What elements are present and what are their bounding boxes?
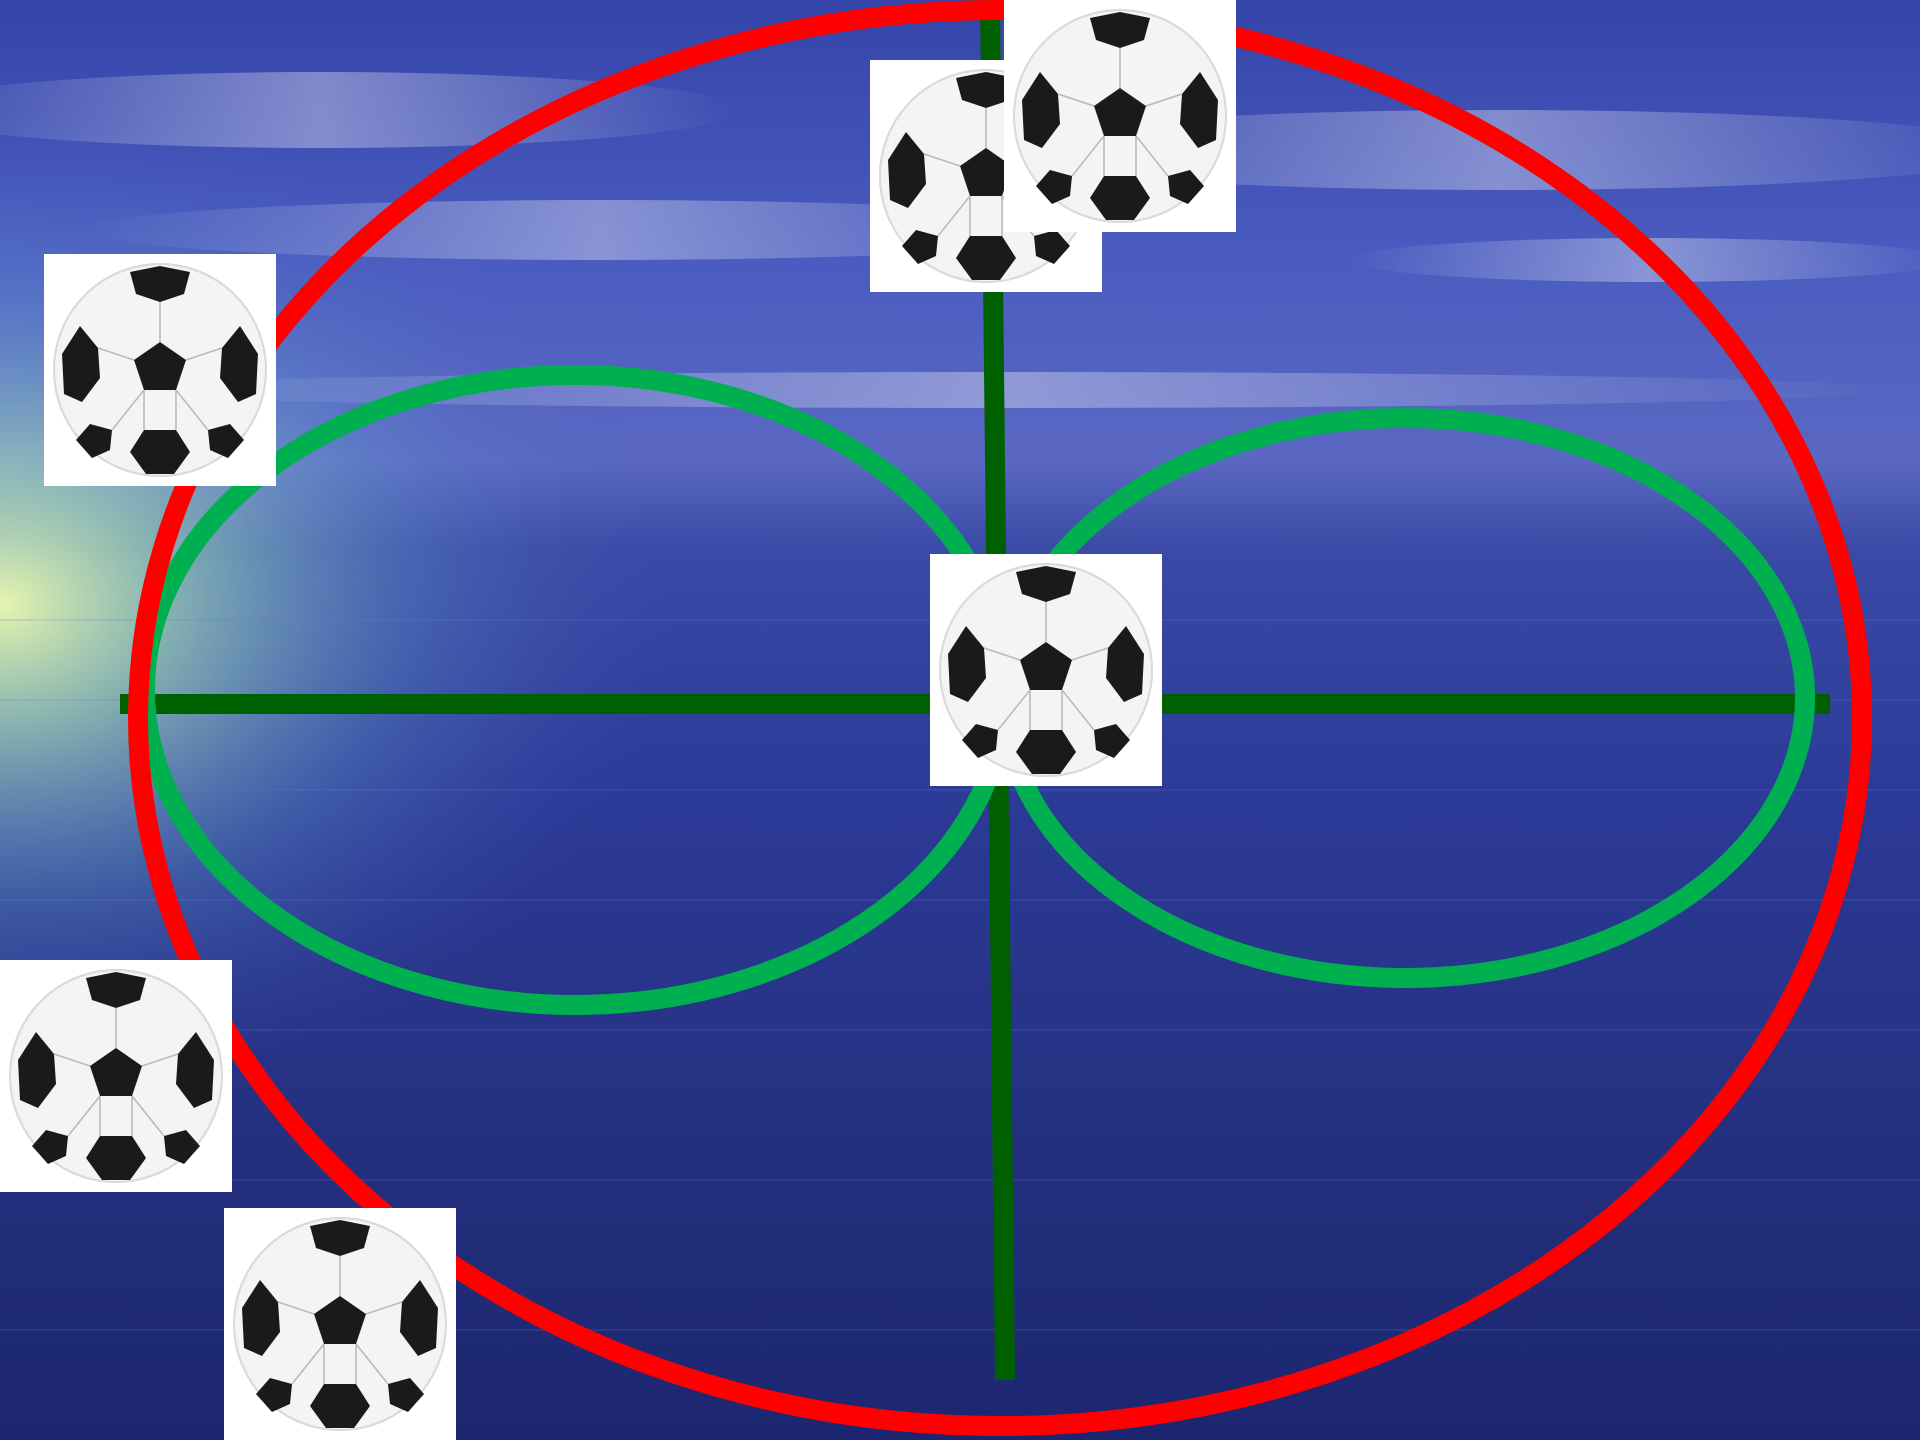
soccer-ball-icon bbox=[224, 1208, 456, 1440]
soccer-ball-icon bbox=[0, 960, 232, 1192]
soccer-ball-icon bbox=[1004, 0, 1236, 232]
soccer-ball-icon bbox=[44, 254, 276, 486]
soccer-ball-icon bbox=[930, 554, 1162, 786]
